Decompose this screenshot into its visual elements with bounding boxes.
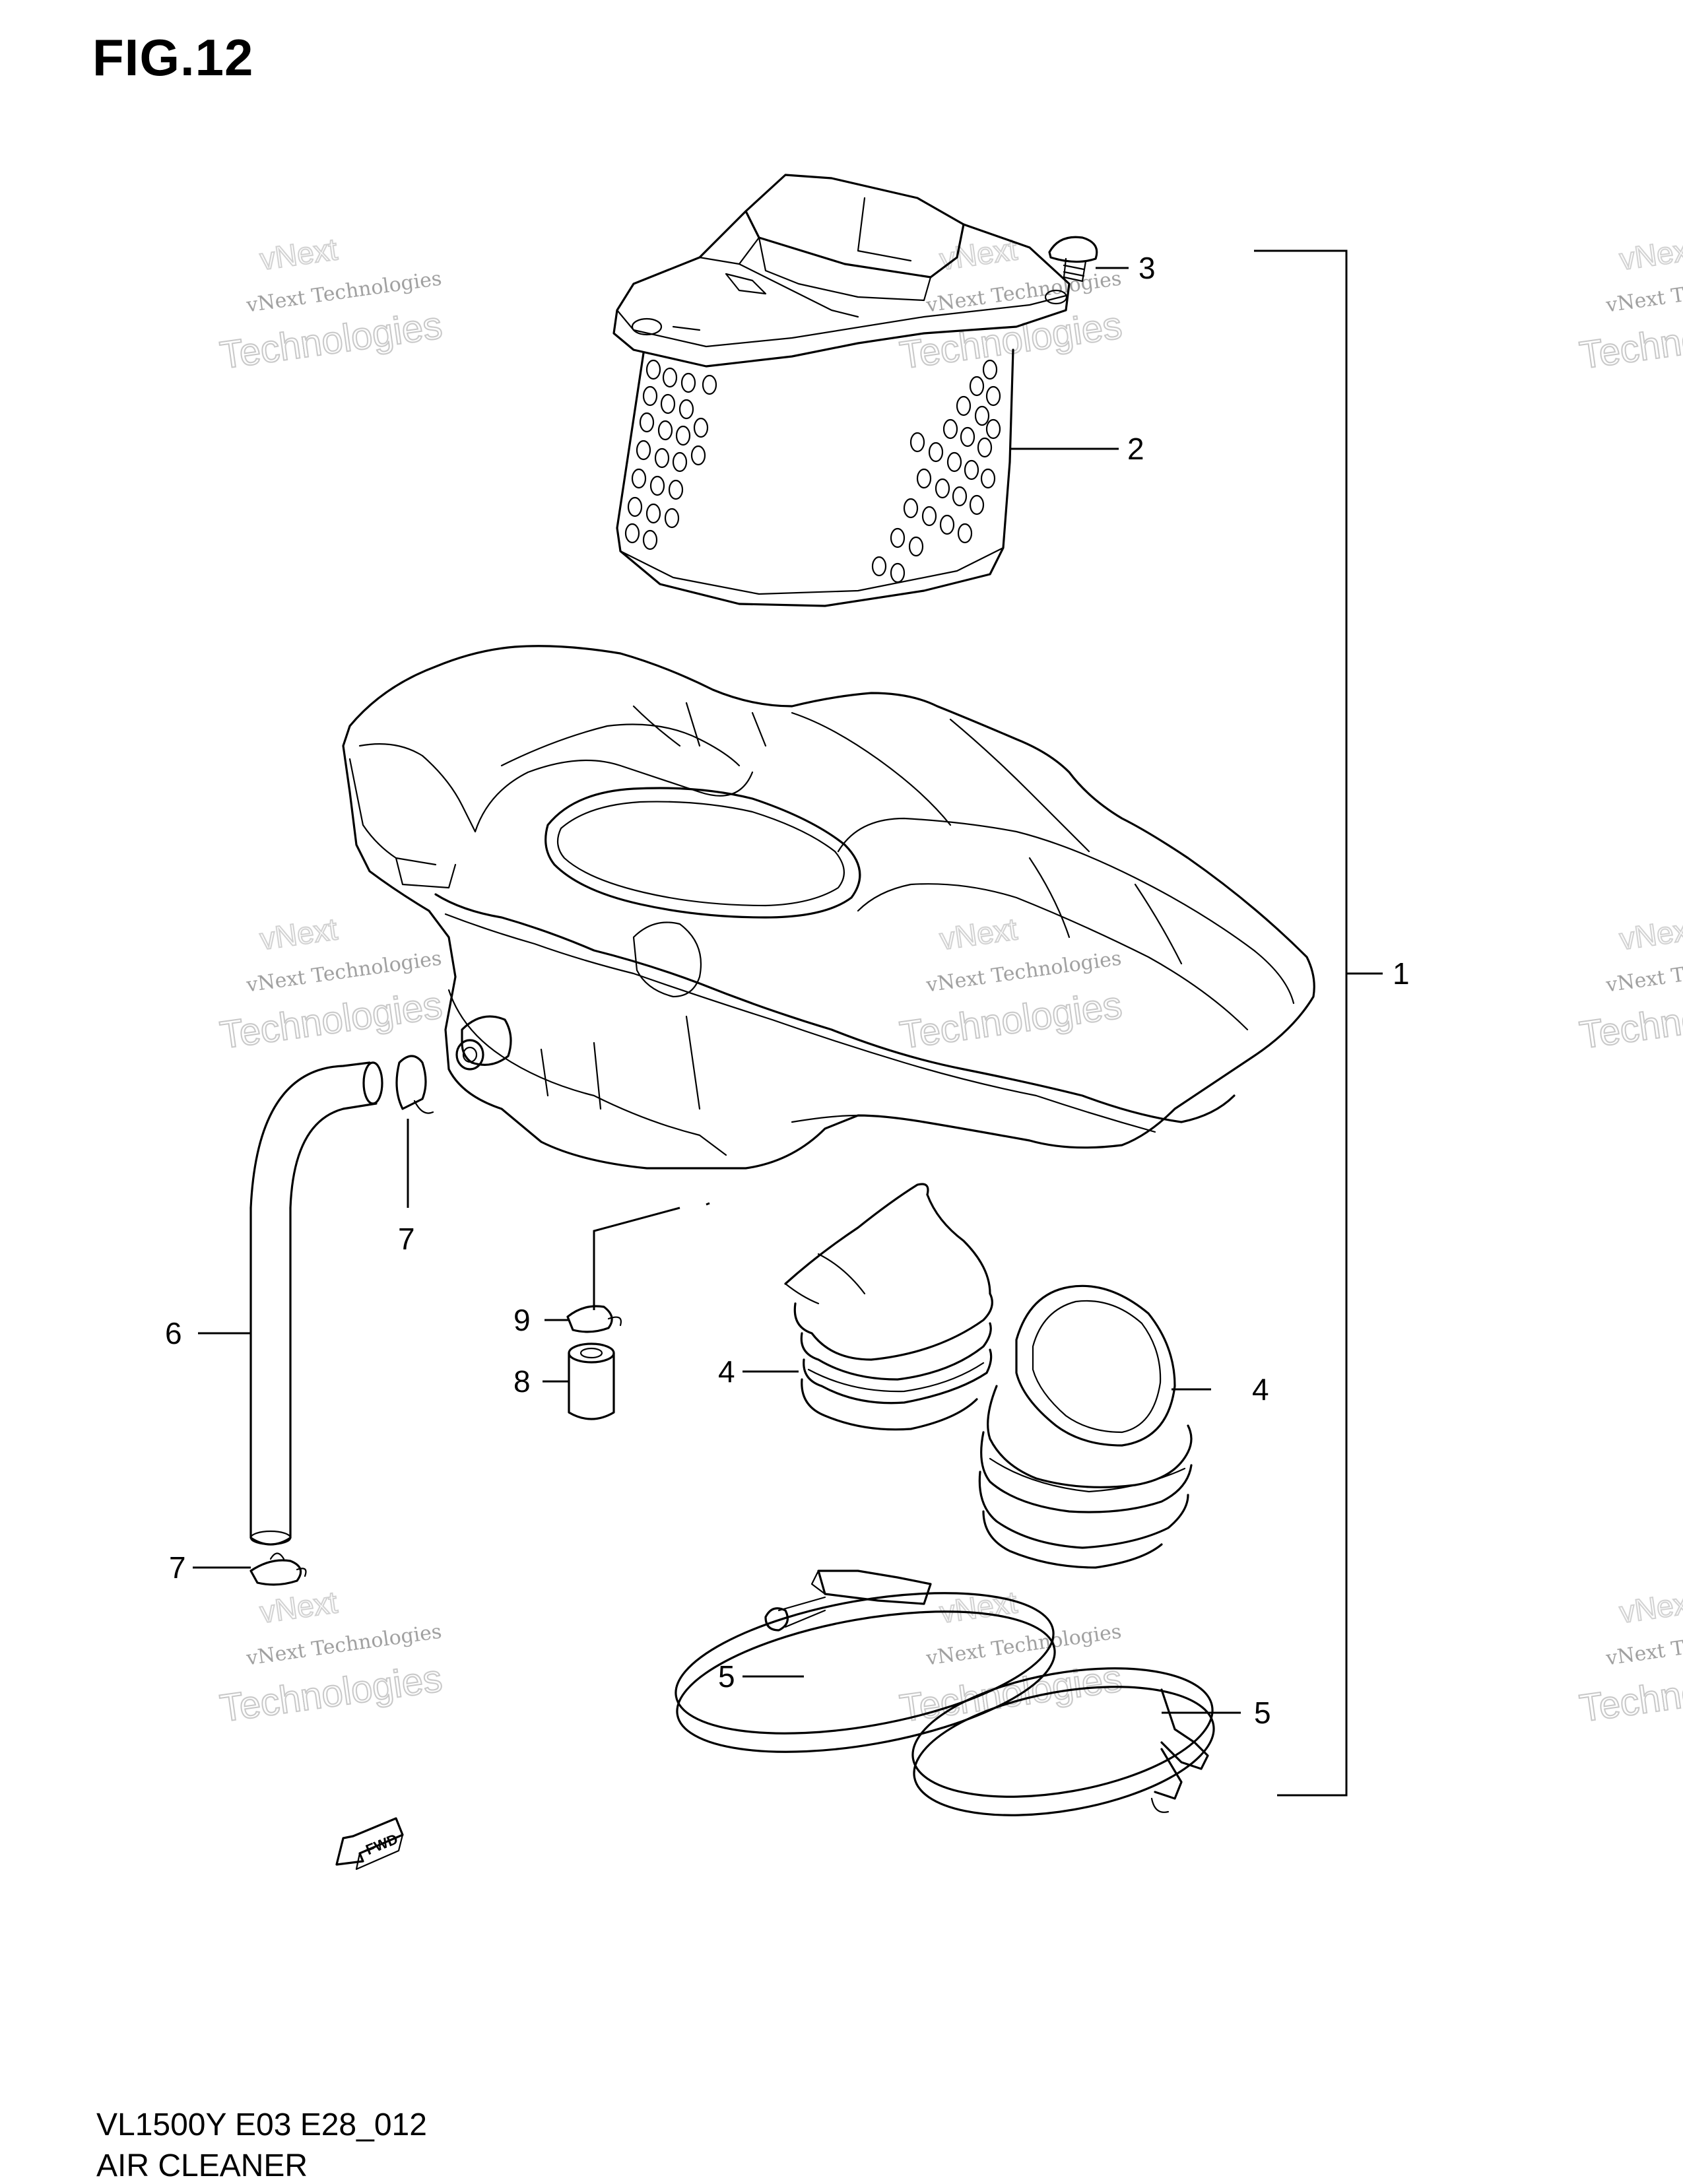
callout-1: 1 <box>1393 956 1410 991</box>
callout-4-left: 4 <box>718 1354 735 1389</box>
watermark-technologies: Technologies <box>1577 983 1683 1057</box>
watermark-vnext: vNext <box>938 911 1020 956</box>
watermark-vnext: vNext <box>938 232 1020 277</box>
part-air-cleaner-case <box>342 645 1315 1170</box>
callout-8: 8 <box>513 1364 531 1399</box>
leader-lines <box>193 249 1383 1797</box>
part-hose-clamp-left <box>675 1570 1056 1753</box>
callout-labels: 3 2 1 4 4 5 5 6 7 7 8 9 <box>165 251 1410 1730</box>
part-spacer <box>568 1342 615 1420</box>
watermark-technologies: Technologies <box>1577 1657 1683 1730</box>
part-intake-boot-left <box>784 1183 993 1431</box>
part-hose-clamp-right <box>911 1667 1215 1816</box>
part-clamp-lower <box>249 1552 307 1586</box>
figure-title: FIG.12 <box>92 28 254 86</box>
watermark-text: vNext Technologies <box>1604 267 1683 317</box>
part-drain-hose <box>249 1061 383 1546</box>
callout-5-right: 5 <box>1254 1696 1271 1730</box>
model-code: VL1500Y E03 E28_012 <box>96 2107 427 2142</box>
callout-3: 3 <box>1138 251 1156 285</box>
fwd-arrow: FWD <box>335 1817 404 1870</box>
watermark-vnext: vNext <box>1618 911 1683 956</box>
watermark-vnext: vNext <box>1618 232 1683 277</box>
callout-6: 6 <box>165 1316 182 1350</box>
watermark-vnext: vNext <box>258 1585 340 1630</box>
watermark-vnext: vNext <box>938 1585 1020 1630</box>
fwd-label: FWD <box>363 1830 400 1858</box>
part-clamp-upper <box>395 1055 434 1114</box>
watermark-vnext: vNext <box>258 911 340 956</box>
callout-4-right: 4 <box>1252 1372 1269 1406</box>
callout-5-left: 5 <box>718 1659 735 1694</box>
watermark-technologies: Technologies <box>1577 304 1683 377</box>
watermark-vnext: vNext <box>1618 1585 1683 1630</box>
part-clip <box>566 1305 622 1333</box>
section-name: AIR CLEANER <box>96 2148 308 2183</box>
part-screw <box>1048 236 1098 282</box>
callout-9: 9 <box>513 1303 531 1337</box>
watermark-vnext: vNext <box>258 232 340 277</box>
watermark-text: vNext Technologies <box>1604 1620 1683 1670</box>
watermark-layer: vNext vNext Technologies Technologies vN… <box>216 231 1683 1731</box>
watermark-text: vNext Technologies <box>1604 946 1683 997</box>
callout-7-lower: 7 <box>169 1550 186 1585</box>
part-intake-boot-right <box>978 1284 1193 1569</box>
part-air-filter-element <box>612 174 1071 607</box>
callout-7-upper: 7 <box>398 1222 415 1256</box>
callout-2: 2 <box>1127 432 1144 466</box>
